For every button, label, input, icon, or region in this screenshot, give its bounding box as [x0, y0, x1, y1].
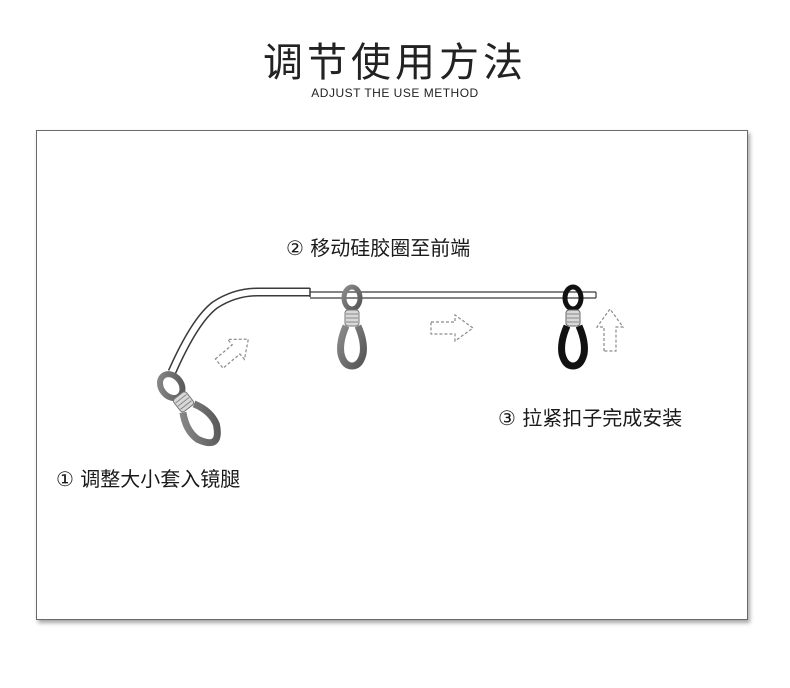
dashed-arrow-up-icon — [595, 307, 625, 352]
instruction-panel — [36, 130, 748, 620]
step-3-label: ③ 拉紧扣子完成安装 — [498, 406, 683, 430]
glasses-temple — [167, 287, 311, 374]
silicone-loop-step2 — [337, 284, 367, 370]
step-1-label: ① 调整大小套入镜腿 — [56, 467, 241, 491]
silicone-loop-step3 — [558, 284, 588, 370]
dashed-arrow-diagonal-icon — [214, 338, 250, 370]
page-title: 调节使用方法 — [263, 40, 527, 86]
temple-tip-rod — [310, 291, 597, 299]
page-subtitle: ADJUST THE USE METHOD — [311, 86, 479, 100]
step-2-label: ② 移动硅胶圈至前端 — [286, 236, 471, 260]
dashed-arrow-right-icon — [430, 313, 475, 343]
silicone-loop-step1 — [156, 371, 221, 447]
